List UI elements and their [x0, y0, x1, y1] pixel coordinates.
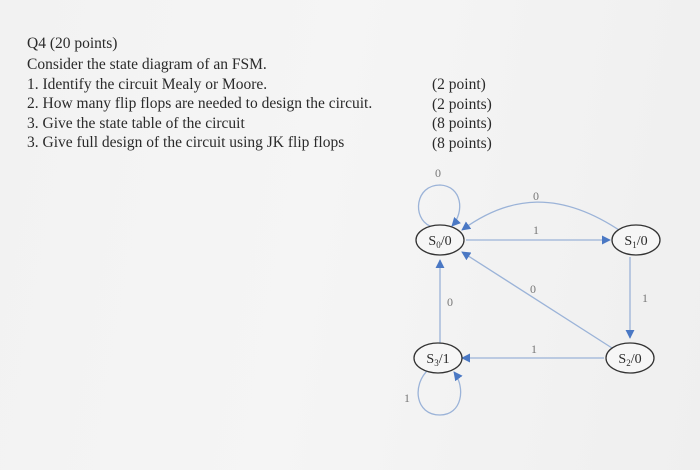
- state-s2-sub: 2: [626, 358, 631, 368]
- svg-text:S1/0: S1/0: [624, 234, 647, 250]
- edge-s2-to-s0: [461, 251, 613, 349]
- question-item-4: 3. Give full design of the circuit using…: [27, 134, 345, 151]
- state-s3-sub: 3: [434, 358, 439, 368]
- state-s2-output: /0: [631, 352, 642, 367]
- state-s3-output: /1: [439, 352, 450, 367]
- question-title: Q4 (20 points): [27, 35, 118, 52]
- question-item-1: 1. Identify the circuit Mealy or Moore.: [27, 75, 268, 93]
- state-s1-sub: 1: [632, 240, 637, 250]
- label-s1-to-s2: 1: [642, 291, 648, 305]
- question-intro: Consider the state diagram of an FSM.: [27, 56, 267, 73]
- state-s1-output: /0: [637, 234, 648, 249]
- state-s3-name: S: [426, 352, 434, 367]
- state-s0-sub: 0: [436, 240, 441, 250]
- question-item-2: 2. How many flip flops are needed to des…: [27, 95, 373, 112]
- state-s1-name: S: [624, 234, 632, 249]
- points-item-1: (2 point): [432, 76, 486, 93]
- svg-text:S3/1: S3/1: [426, 352, 449, 368]
- edge-s3-self-loop: [417, 369, 463, 416]
- state-s2-name: S: [618, 352, 626, 367]
- edge-s1-to-s0: [461, 201, 623, 233]
- label-s0-self: 0: [435, 166, 441, 180]
- label-s2-to-s0: 0: [530, 282, 536, 296]
- edge-s0-self-loop: [417, 184, 461, 227]
- state-s0-output: /0: [441, 234, 452, 249]
- label-s1-to-s0: 0: [533, 189, 539, 203]
- svg-text:S2/0: S2/0: [618, 352, 641, 368]
- label-s0-to-s1: 1: [533, 223, 539, 237]
- question-text: Consider the state diagram of an FSM. 1.…: [27, 55, 372, 153]
- state-s0: S0/0: [415, 224, 465, 256]
- svg-text:S0/0: S0/0: [428, 234, 451, 250]
- points-item-4: (8 points): [432, 134, 492, 152]
- points-item-2: (2 points): [432, 95, 492, 113]
- state-s0-name: S: [428, 234, 436, 249]
- points-column: (2 point) (2 points) (8 points) (8 point…: [432, 75, 492, 153]
- question-item-3: 3. Give the state table of the circuit: [27, 114, 245, 132]
- state-s2: S2/0: [605, 342, 655, 374]
- state-s1: S1/0: [611, 224, 661, 256]
- label-s3-to-s0: 0: [447, 295, 453, 309]
- points-item-3: (8 points): [432, 115, 492, 132]
- label-s3-self: 1: [404, 391, 410, 405]
- label-s2-to-s3: 1: [531, 342, 537, 356]
- state-s3: S3/1: [413, 342, 463, 374]
